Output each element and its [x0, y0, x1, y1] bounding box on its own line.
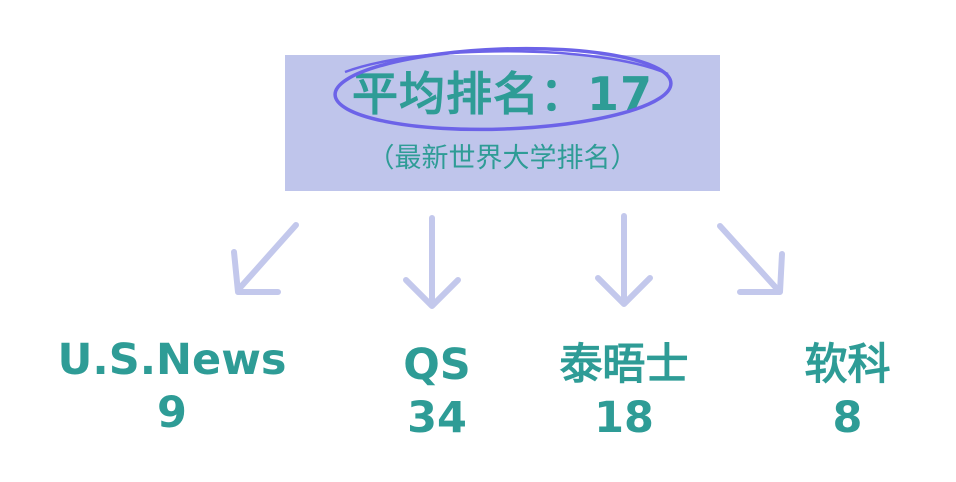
ranking-qs: QS 34 — [372, 338, 502, 444]
ranking-value: 9 — [157, 388, 187, 438]
ranking-source: QS — [403, 340, 471, 390]
ranking-value: 18 — [594, 393, 654, 443]
ranking-shanghairanking: 软科 8 — [780, 338, 915, 444]
ranking-source: U.S.News — [57, 335, 287, 385]
average-rank-subtitle: （最新世界大学排名） — [367, 143, 638, 174]
ranking-value: 8 — [832, 393, 863, 443]
ranking-source: 泰晤士 — [559, 340, 689, 390]
ranking-usnews: U.S.News 9 — [52, 333, 292, 439]
arrow-down-2 — [595, 213, 653, 307]
arrow-down-1 — [403, 215, 461, 309]
ranking-times: 泰晤士 18 — [539, 338, 709, 444]
ranking-value: 34 — [407, 393, 467, 443]
arrow-down-left — [231, 222, 299, 295]
ranking-source: 软科 — [804, 340, 891, 390]
arrow-down-right — [717, 223, 785, 295]
